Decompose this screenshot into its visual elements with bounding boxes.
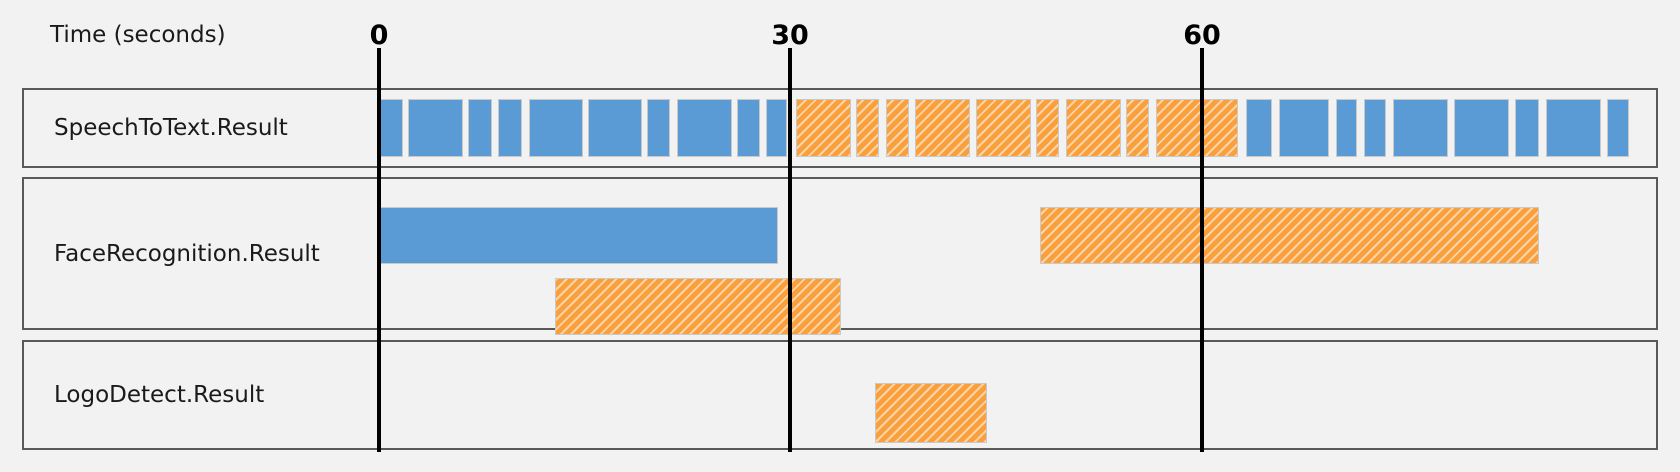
track-label: FaceRecognition.Result [54, 240, 320, 267]
segment-bar-orange[interactable] [1036, 99, 1059, 157]
segment-bar-blue[interactable] [737, 99, 760, 157]
gridline-60s [1200, 48, 1204, 452]
segment-bar-blue[interactable] [379, 207, 778, 264]
track-label: LogoDetect.Result [54, 382, 265, 408]
axis-tick-label-60: 60 [1183, 20, 1221, 51]
segment-bar-orange[interactable] [1066, 99, 1121, 157]
segment-bar-blue[interactable] [1454, 99, 1509, 157]
segment-bar-blue[interactable] [529, 99, 583, 157]
segment-bar-blue[interactable] [1546, 99, 1601, 157]
segment-bar-blue[interactable] [1279, 99, 1329, 157]
axis-tick-label-30: 30 [771, 20, 809, 51]
axis-tick-label-0: 0 [369, 20, 389, 51]
segment-bar-orange[interactable] [856, 99, 879, 157]
gridline-0s [377, 48, 381, 452]
segment-bar-blue[interactable] [498, 99, 522, 157]
segment-bar-blue[interactable] [677, 99, 732, 157]
segment-bar-orange[interactable] [886, 99, 909, 157]
segment-bar-blue[interactable] [647, 99, 670, 157]
axis-title: Time (seconds) [50, 22, 226, 48]
segment-bar-blue[interactable] [1364, 99, 1386, 157]
segment-bar-orange[interactable] [796, 99, 851, 157]
segment-bar-blue[interactable] [1393, 99, 1448, 157]
track-label: SpeechToText.Result [54, 115, 288, 141]
gridline-30s [788, 48, 792, 452]
segment-bar-orange[interactable] [1040, 207, 1539, 264]
segment-bar-orange[interactable] [555, 278, 841, 335]
segment-bar-blue[interactable] [1246, 99, 1272, 157]
segment-bar-blue[interactable] [408, 99, 463, 157]
segment-bar-blue[interactable] [588, 99, 642, 157]
segment-bar-orange[interactable] [875, 383, 987, 443]
segment-bar-orange[interactable] [976, 99, 1031, 157]
segment-bar-blue[interactable] [1515, 99, 1539, 157]
segment-bar-blue[interactable] [1607, 99, 1629, 157]
segment-bar-orange[interactable] [1156, 99, 1238, 157]
segment-bar-orange[interactable] [1126, 99, 1149, 157]
segment-bar-blue[interactable] [1336, 99, 1357, 157]
track-logodetect-result[interactable]: LogoDetect.Result [22, 340, 1658, 450]
segment-bar-blue[interactable] [379, 99, 403, 157]
segment-bar-orange[interactable] [915, 99, 970, 157]
segment-bar-blue[interactable] [468, 99, 492, 157]
segment-bar-blue[interactable] [766, 99, 787, 157]
